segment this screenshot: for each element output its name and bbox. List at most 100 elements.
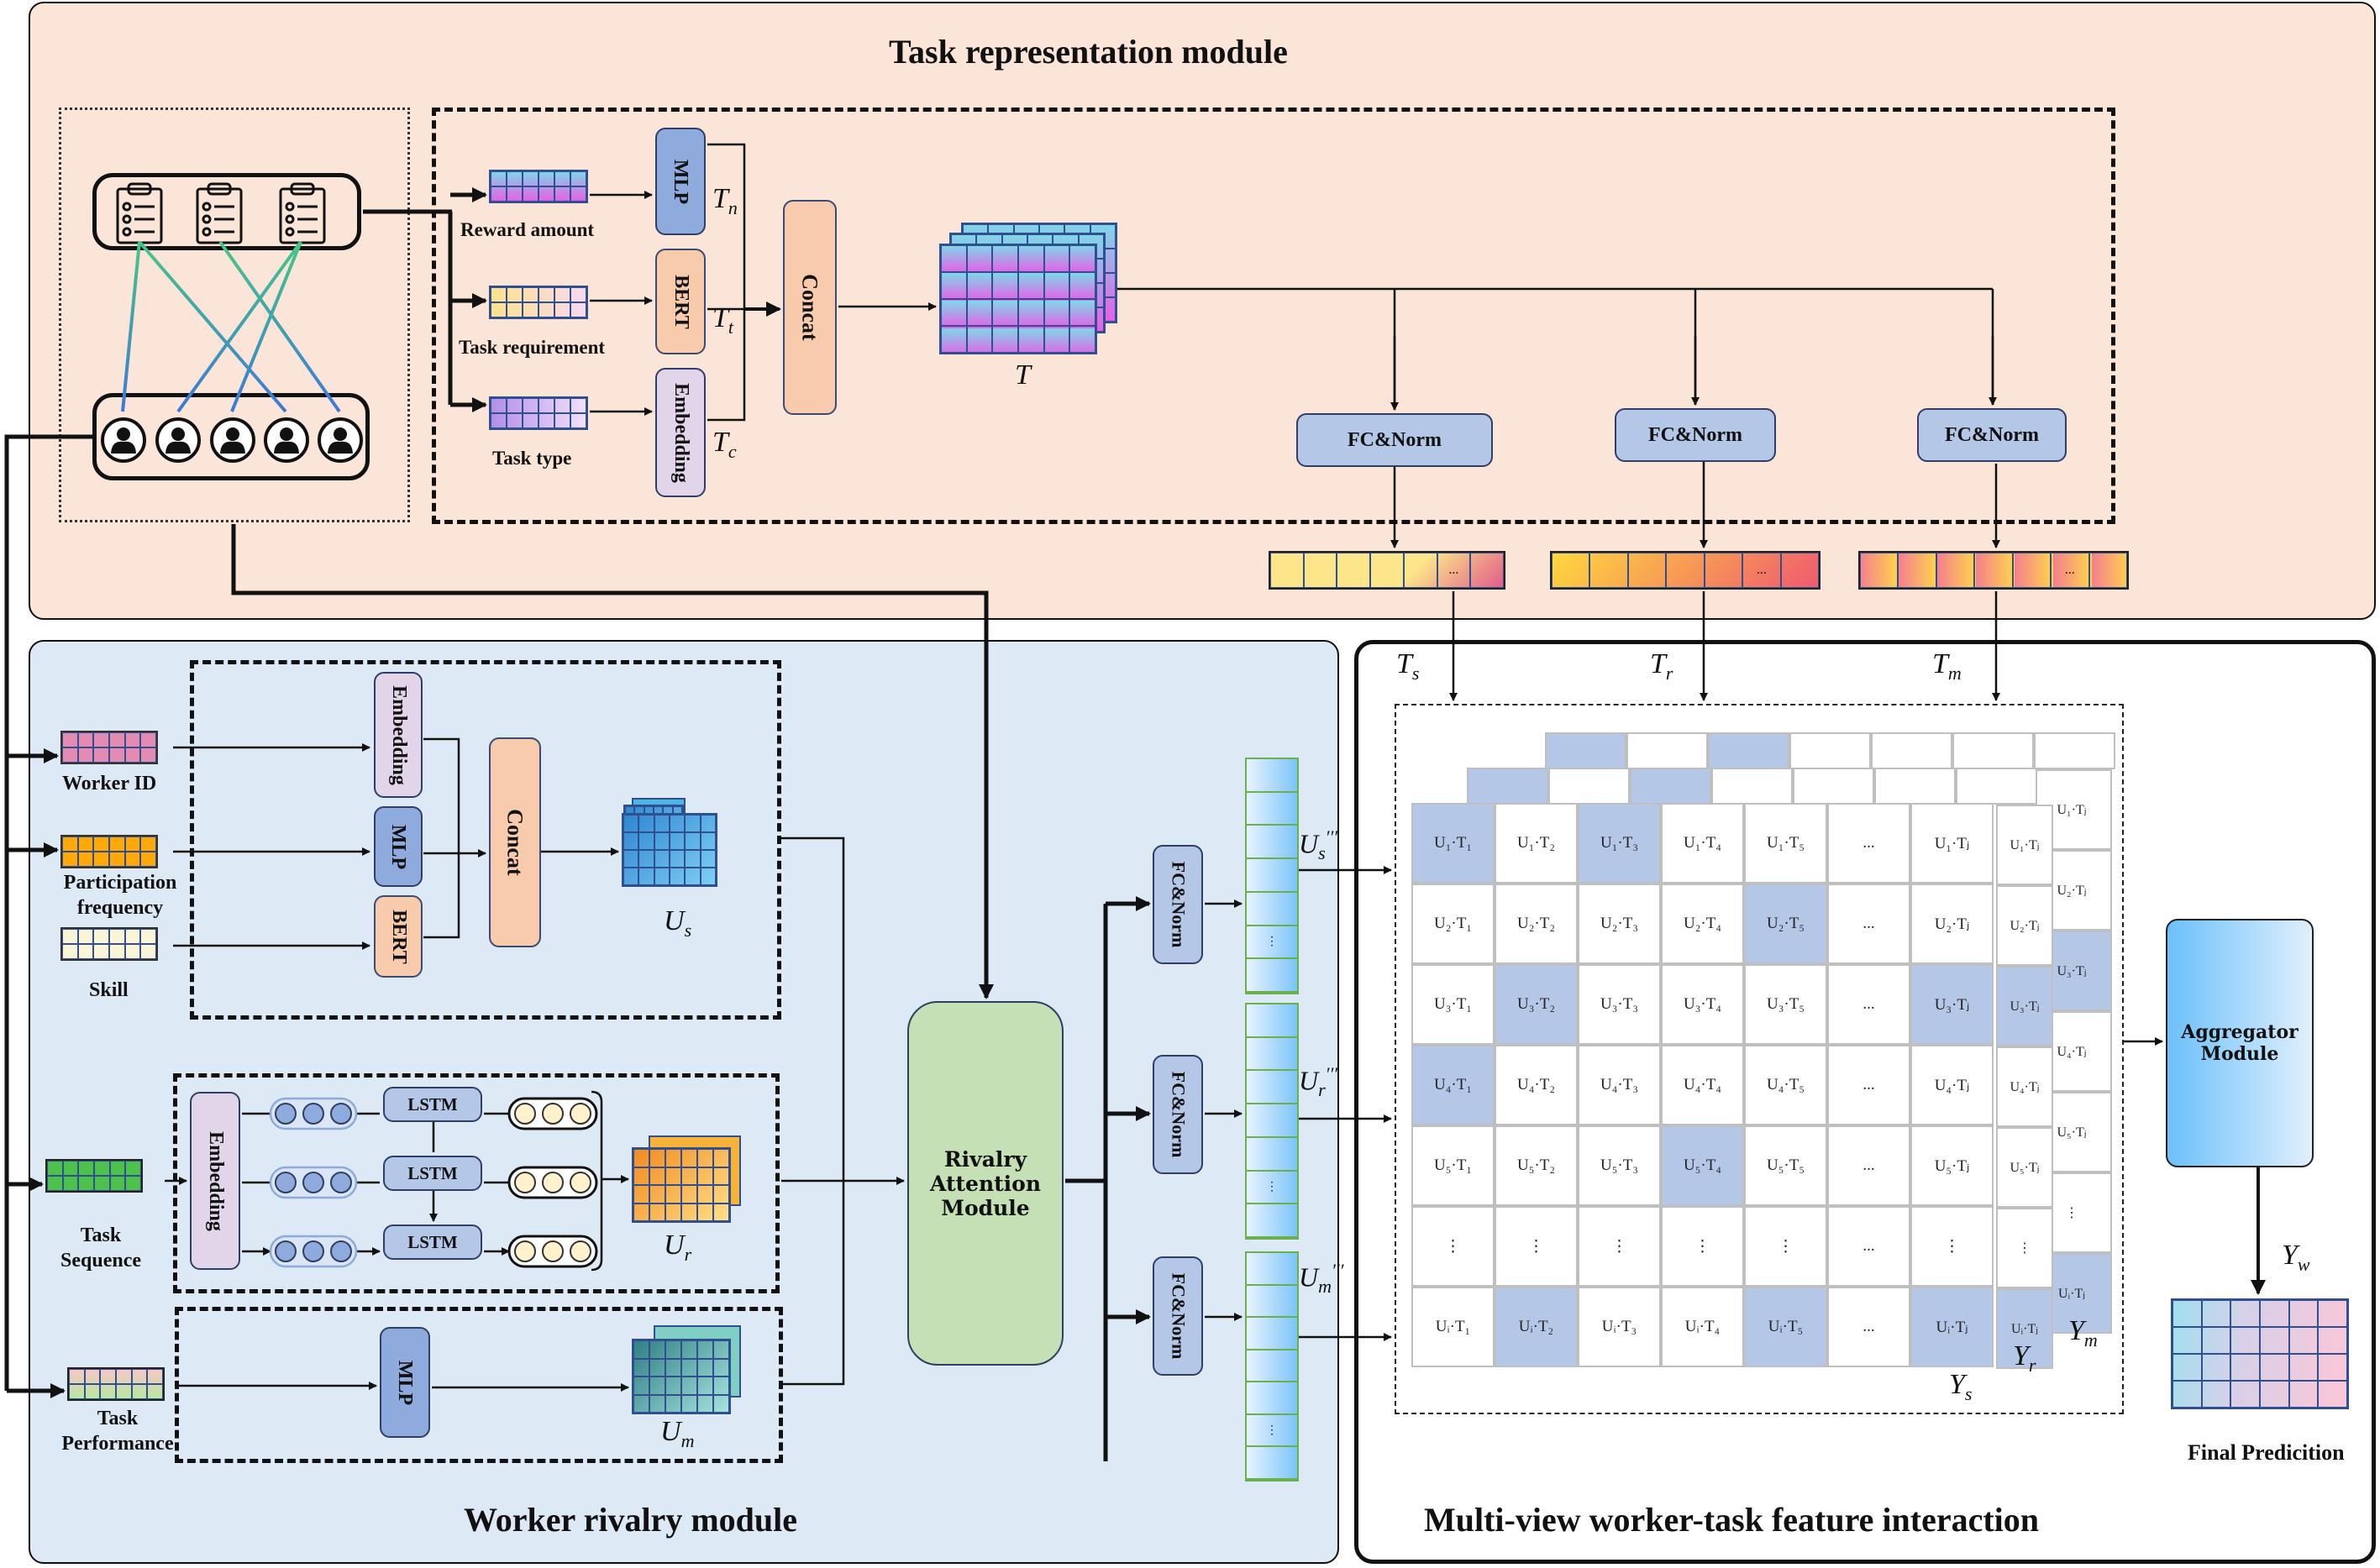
worker-concat-block: Concat [489,737,541,947]
ys-matrix-cell: U₄·T₂ [1495,1045,1578,1125]
task-type-label: Task type [492,448,572,469]
ys-matrix-cell: U₁·T₁ [1411,803,1495,884]
worker-mlp-block: MLP [374,806,423,887]
ys-matrix-cell: U₃·T₃ [1578,964,1661,1045]
ys-matrix-cell: U₅·Tⱼ [1910,1125,1994,1206]
vector-cell [1247,1253,1297,1286]
interaction-matrix-frame [1395,704,2124,1414]
ys-matrix-cell: Uᵢ·T₂ [1495,1287,1578,1367]
worker-set-container [92,393,370,480]
ym-top-cell [1545,732,1626,769]
ys-matrix-cell: U₅·T₁ [1411,1125,1495,1206]
us-label: Us [664,905,692,941]
task-tensor-label: T [1015,359,1031,391]
tm-label: Tm [1932,648,1962,684]
vector-cell [1247,1286,1297,1319]
tc-label: Tc [712,427,737,462]
ys-matrix-cell: U₁·T₅ [1744,803,1827,884]
task-sequence-label: Task Sequence [60,1225,141,1272]
requirement-embedding-vector [489,286,588,319]
vector-cell [1247,1138,1297,1172]
yr-side-cell: U₂·Tⱼ [1996,885,2053,966]
yr-top-cell [1630,768,1711,805]
final-prediction-label: Final Predicition [2188,1440,2345,1465]
us-prime-label: Us′′′ [1299,826,1338,864]
ys-matrix-cell: Uᵢ·T₁ [1411,1287,1495,1367]
ys-matrix-cell: ... [1827,1287,1910,1367]
ur-tensor-front [632,1147,731,1223]
ys-matrix-cell: ... [1827,884,1910,964]
task-view-vector-r: ... [1550,551,1820,590]
task-mlp-block: MLP [655,128,706,235]
ys-matrix-cell: ⋮ [1744,1206,1827,1287]
ys-matrix-cell: U₂·Tⱼ [1910,884,1994,964]
yr-side-cell: U₄·Tⱼ [1996,1046,2053,1127]
vector-cell [1247,893,1297,926]
ys-matrix-cell: ... [1827,803,1910,884]
ys-matrix-cell: U₁·Tⱼ [1910,803,1994,884]
yr-side-cell: U₁·Tⱼ [1996,805,2053,885]
worker-module-title: Worker rivalry module [464,1501,797,1539]
ys-matrix-cell: ⋮ [1411,1206,1495,1287]
worker-id-label: Worker ID [62,773,157,794]
task-set-container [92,173,361,250]
ys-matrix-cell: U₃·T₁ [1411,964,1495,1045]
ys-matrix-cell: U₄·T₅ [1744,1045,1827,1125]
yw-label: Yw [2282,1240,2310,1275]
lstm-block-3: LSTM [383,1225,482,1260]
task-embedding-block: Embedding [655,368,706,497]
task-performance-vector [67,1367,165,1401]
um-prime-label: Um′′′ [1299,1260,1344,1298]
ys-matrix-cell: U₃·T₄ [1661,964,1744,1045]
um-label: Um [660,1416,695,1451]
ys-matrix-cell: U₂·T₄ [1661,884,1744,964]
task-view-vector-m: ... [1858,551,2129,590]
ys-matrix-cell: ... [1827,1125,1910,1206]
task-performance-label: Task Performance [61,1408,174,1455]
lstm-block-1: LSTM [383,1087,482,1122]
vector-cell: ⋮ [1247,926,1297,960]
ym-top-cell [1789,732,1871,769]
task-requirement-label: Task requirement [459,337,606,358]
vector-cell [1247,1104,1297,1138]
ys-matrix-cell: U₂·T₅ [1744,884,1827,964]
task-fc-norm-m: FC&Norm [1917,408,2067,462]
ys-matrix-cell: U₂·T₃ [1578,884,1661,964]
us-tensor-front [622,813,717,887]
ys-matrix-cell: ... [1827,964,1910,1045]
task-sequence-vector [45,1159,143,1193]
ys-matrix-cell: U₄·T₁ [1411,1045,1495,1125]
task-module-title: Task representation module [889,33,1288,71]
rivalry-attention-module: Rivalry Attention Module [907,1001,1064,1366]
ys-matrix-cell: ⋮ [1910,1206,1994,1287]
vector-cell [1247,1038,1297,1072]
ys-matrix-cell: U₂·T₂ [1495,884,1578,964]
vector-cell [1247,1071,1297,1105]
ys-matrix-cell: ⋮ [1661,1206,1744,1287]
ym-top-cell [2034,732,2115,769]
participation-frequency-label: Participation frequency [63,872,177,919]
yr-side-cell: U₃·Tⱼ [1996,966,2053,1046]
participation-vector [60,835,158,868]
ym-top-cell [1952,732,2034,769]
vector-cell [1247,1318,1297,1350]
ys-matrix-cell: U₅·T₂ [1495,1125,1578,1206]
vector-cell [1247,826,1297,860]
task-tensor-layer-1 [939,244,1097,354]
ys-matrix-cell: Uᵢ·T₅ [1744,1287,1827,1367]
reward-embedding-vector [489,170,588,203]
ys-matrix-cell: U₅·T₅ [1744,1125,1827,1206]
ym-top-cell [1708,732,1789,769]
yr-top-cell [1548,768,1630,805]
ys-matrix-cell: U₄·T₃ [1578,1045,1661,1125]
ys-matrix-cell: Uᵢ·Tⱼ [1910,1287,1994,1367]
yr-label: Yr [2013,1340,2036,1376]
ys-label: Ys [1949,1369,1973,1404]
ys-matrix-cell: Uᵢ·T₃ [1578,1287,1661,1367]
yr-top-cell [1956,768,2037,805]
skill-vector [60,927,158,961]
task-fc-norm-r: FC&Norm [1615,408,1776,462]
tr-label: Tr [1650,648,1673,684]
ys-matrix-cell: U₁·T₃ [1578,803,1661,884]
ys-matrix-cell: U₃·T₅ [1744,964,1827,1045]
